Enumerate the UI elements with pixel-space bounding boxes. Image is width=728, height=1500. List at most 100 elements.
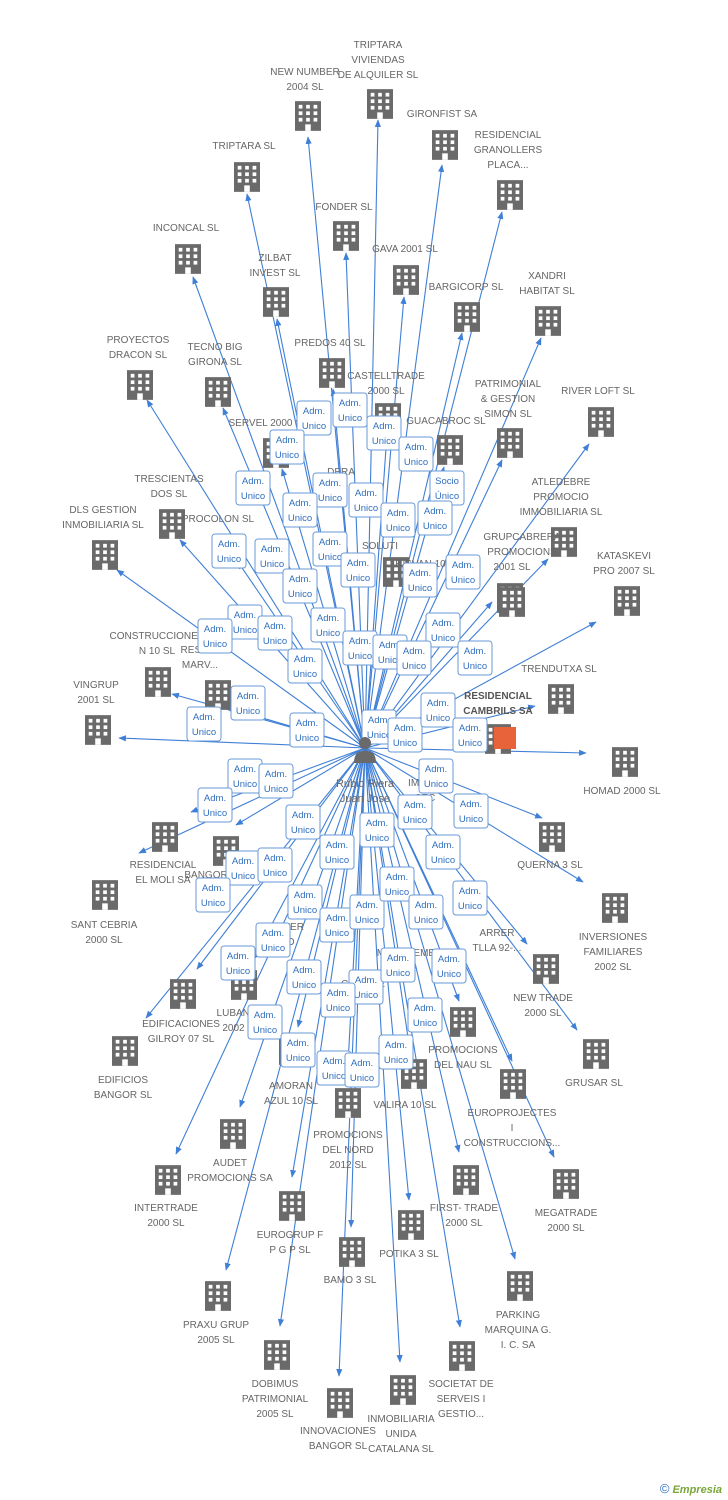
role-badge[interactable]: Adm.Unico (254, 538, 290, 574)
company-node[interactable]: HOMAD 2000 SL (583, 747, 661, 797)
role-badge[interactable]: Adm.Unico (197, 787, 233, 823)
role-badge[interactable]: Adm.Unico (197, 618, 233, 654)
role-badge[interactable]: Adm.Unico (258, 763, 294, 799)
role-badge[interactable]: Adm.Unico (344, 1052, 380, 1088)
role-badge[interactable]: Adm.Unico (312, 472, 348, 508)
role-badge[interactable]: Adm.Unico (349, 894, 385, 930)
role-badge[interactable]: Adm.Unico (310, 607, 346, 643)
role-badge[interactable]: Adm.Unico (285, 804, 321, 840)
company-node[interactable]: PREDOS 40 SL (294, 338, 366, 388)
role-badge[interactable]: Adm.Unico (332, 392, 368, 428)
role-badge[interactable]: Adm.Unico (408, 894, 444, 930)
role-badge[interactable]: Adm.Unico (257, 847, 293, 883)
company-node[interactable]: SOLUTI (362, 541, 398, 552)
role-badge[interactable]: Adm.Unico (286, 959, 322, 995)
role-badge[interactable]: Adm.Unico (359, 812, 395, 848)
role-badge[interactable]: Adm.Unico (235, 470, 271, 506)
role-badge[interactable]: Adm.Unico (269, 429, 305, 465)
role-badge[interactable]: Adm.Unico (348, 482, 384, 518)
role-badge[interactable]: Adm.Unico (227, 758, 263, 794)
role-badge[interactable]: Adm.Unico (296, 400, 332, 436)
role-badge[interactable]: Adm.Unico (319, 907, 355, 943)
role-badge[interactable]: Adm.Unico (348, 969, 384, 1005)
role-badge[interactable]: Adm.Unico (380, 502, 416, 538)
company-node[interactable]: INCONCAL SL (153, 223, 220, 274)
company-node[interactable]: QUERNA 3 SL (517, 822, 583, 871)
role-badge[interactable]: Adm.Unico (379, 866, 415, 902)
company-node[interactable]: VALIRA 10 SL (373, 1059, 437, 1111)
role-badge[interactable]: Adm.Unico (289, 712, 325, 748)
company-node[interactable]: TRIPTARA SL (212, 141, 276, 192)
role-badge[interactable]: Adm.Unico (425, 612, 461, 648)
role-badge[interactable]: Adm.Unico (417, 500, 453, 536)
role-badge[interactable]: Adm.Unico (387, 717, 423, 753)
role-badge[interactable]: Adm.Unico (397, 794, 433, 830)
role-badge[interactable]: Adm.Unico (380, 947, 416, 983)
role-badge[interactable]: Adm.Unico (227, 604, 263, 640)
company-node[interactable]: TRENDUTXA SL (521, 664, 597, 714)
role-badge[interactable]: Adm.Unico (255, 922, 291, 958)
role-badge[interactable]: Adm.Unico (280, 1032, 316, 1068)
role-badge[interactable]: Adm.Unico (319, 834, 355, 870)
company-node[interactable]: 2001 SL (493, 562, 531, 617)
company-node[interactable]: BANGORNA (184, 836, 242, 881)
role-badge[interactable]: Adm.Unico (457, 640, 493, 676)
role-badge[interactable]: Adm.Unico (220, 945, 256, 981)
company-node[interactable]: PROCOLON SL (182, 514, 255, 564)
company-node[interactable]: RESID...MARV... (181, 645, 231, 710)
company-node[interactable]: FONDER SL (315, 202, 373, 251)
role-badge[interactable]: Adm.Unico (452, 880, 488, 916)
company-node[interactable]: POTIKA 3 SL (379, 1210, 439, 1260)
role-badge[interactable]: Adm.Unico (287, 884, 323, 920)
role-badge[interactable]: Adm.Unico (225, 850, 261, 886)
company-node[interactable]: GRUSAR SL (565, 1039, 623, 1089)
company-node[interactable]: BARGICORP SL (429, 282, 504, 332)
role-badge[interactable]: Adm.Unico (420, 692, 456, 728)
role-badge[interactable]: Adm.Unico (378, 1034, 414, 1070)
role-badge[interactable]: Adm.Unico (247, 1004, 283, 1040)
role-badge[interactable]: Adm.Unico (186, 706, 222, 742)
role-badge[interactable]: Adm.Unico (211, 533, 247, 569)
company-node[interactable]: BAMO 3 SL (324, 1237, 377, 1286)
role-badge[interactable]: Adm.Unico (452, 717, 488, 753)
company-node[interactable]: GUACABROC SL (406, 416, 486, 465)
